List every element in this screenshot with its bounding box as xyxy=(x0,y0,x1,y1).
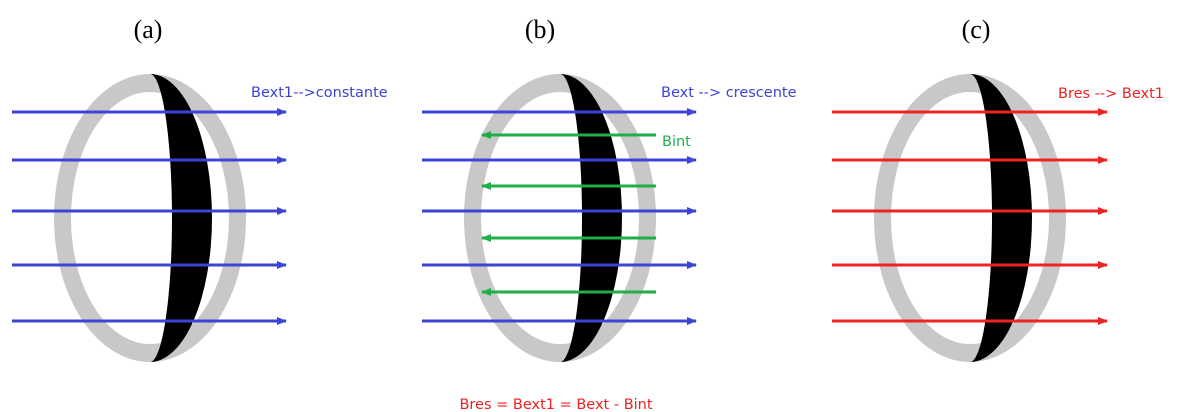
panel-b-field-label: Bext --> crescente xyxy=(661,85,797,101)
panel-b-induced-label: Bint xyxy=(662,134,691,150)
panel-c-ring-back xyxy=(874,74,1066,362)
panel-a-ring-back xyxy=(54,74,246,362)
panel-a-label: (a) xyxy=(134,15,163,44)
panel-a-ring-front xyxy=(150,74,212,362)
panel-b-label: (b) xyxy=(525,15,555,44)
panel-b-ring-back xyxy=(464,74,656,362)
panel-a-field-label: Bext1-->constante xyxy=(251,85,388,101)
panel-c: (c) Bres --> Bext1 xyxy=(832,15,1164,362)
resultant-field-formula: Bres = Bext1 = Bext - Bint xyxy=(459,397,652,412)
panel-c-field-label: Bres --> Bext1 xyxy=(1058,86,1164,102)
panel-a: (a) Bext1-->constante xyxy=(12,15,388,362)
panel-b-ring-front xyxy=(560,74,622,362)
panel-b: (b) Bext --> crescente Bint xyxy=(422,15,797,362)
panel-c-label: (c) xyxy=(962,15,991,44)
panel-c-ring-front xyxy=(970,74,1032,362)
